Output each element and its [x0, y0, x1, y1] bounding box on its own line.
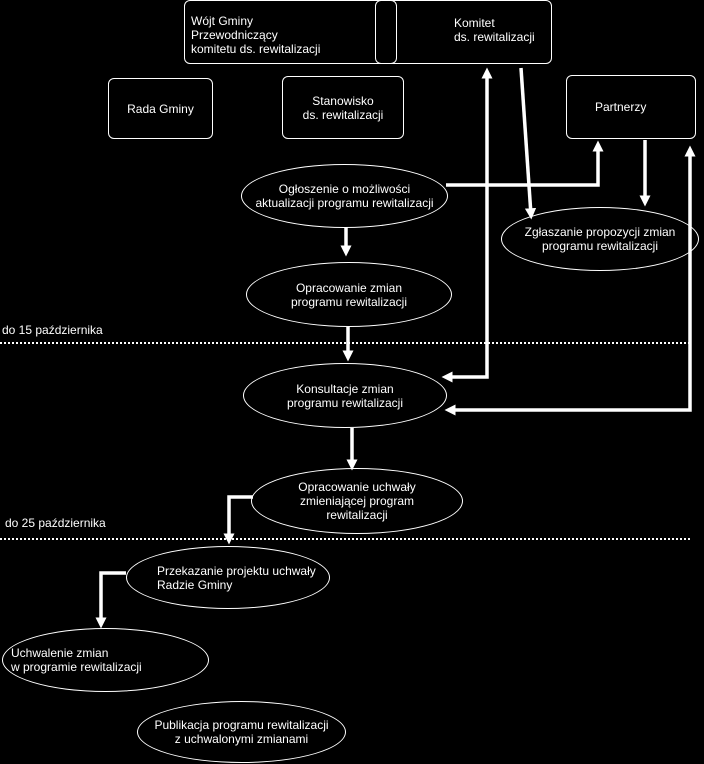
arrow-przekazanie-to-uchwalenie	[95, 571, 126, 629]
arrow-konsultacje-komitet	[441, 67, 493, 383]
arrow-uchwala-to-przekazanie	[223, 495, 253, 545]
node-rada-gminy: Rada Gminy	[108, 78, 213, 139]
node-stanowisko-text: Stanowisko ds. rewitalizacji	[302, 93, 384, 122]
node-zglaszanie: Zgłaszanie propozycji zmian programu rew…	[501, 207, 699, 271]
node-wojt-gminy-text: Wójt Gminy Przewodniczący komitetu ds. r…	[191, 14, 321, 56]
node-partnerzy-text: Partnerzy	[595, 100, 647, 114]
node-rada-gminy-text: Rada Gminy	[127, 101, 194, 116]
deadline-line-first	[0, 342, 690, 344]
node-przekazanie: Przekazanie projektu uchwały Radzie Gmin…	[126, 546, 330, 609]
deadline-line-second	[0, 538, 690, 540]
node-zglaszanie-text: Zgłaszanie propozycji zmian programu rew…	[524, 225, 676, 253]
node-uchwalenie: Uchwalenie zmian w programie rewitalizac…	[2, 628, 209, 692]
deadline-label-first: do 15 października	[2, 323, 103, 337]
arrow-komitet-to-zglaszanie	[519, 67, 537, 220]
deadline-label-second: do 25 października	[5, 516, 106, 530]
node-ogloszenie: Ogłoszenie o możliwości aktualizacji pro…	[241, 164, 448, 228]
node-publikacja: Publikacja programu rewitalizacji z uchw…	[137, 701, 346, 763]
node-partnerzy: Partnerzy	[566, 75, 696, 139]
node-opracowanie-uchwaly-text: Opracowanie uchwały zmieniającej program…	[298, 480, 416, 522]
arrow-ogloszenie-to-partnerzy	[446, 140, 604, 187]
node-konsultacje-text: Konsultacje zmian programu rewitalizacji	[286, 381, 404, 410]
node-przekazanie-text: Przekazanie projektu uchwały Radzie Gmin…	[157, 563, 316, 592]
node-opracowanie-uchwaly: Opracowanie uchwały zmieniającej program…	[251, 468, 463, 534]
arrow-konsultacje-partnerzy	[444, 145, 696, 416]
node-uchwalenie-text: Uchwalenie zmian w programie rewitalizac…	[11, 646, 142, 674]
node-opracowanie-zmian-text: Opracowanie zmian programu rewitalizacji	[290, 280, 408, 309]
node-ogloszenie-text: Ogłoszenie o możliwości aktualizacji pro…	[255, 182, 434, 210]
node-publikacja-text: Publikacja programu rewitalizacji z uchw…	[154, 718, 329, 746]
node-konsultacje: Konsultacje zmian programu rewitalizacji	[243, 363, 447, 428]
node-opracowanie-zmian: Opracowanie zmian programu rewitalizacji	[246, 262, 452, 327]
node-stanowisko: Stanowisko ds. rewitalizacji	[282, 76, 404, 139]
node-komitet: Komitet ds. rewitalizacji	[375, 0, 552, 64]
node-wojt-gminy: Wójt Gminy Przewodniczący komitetu ds. r…	[184, 0, 397, 64]
node-komitet-text: Komitet ds. rewitalizacji	[454, 16, 535, 44]
